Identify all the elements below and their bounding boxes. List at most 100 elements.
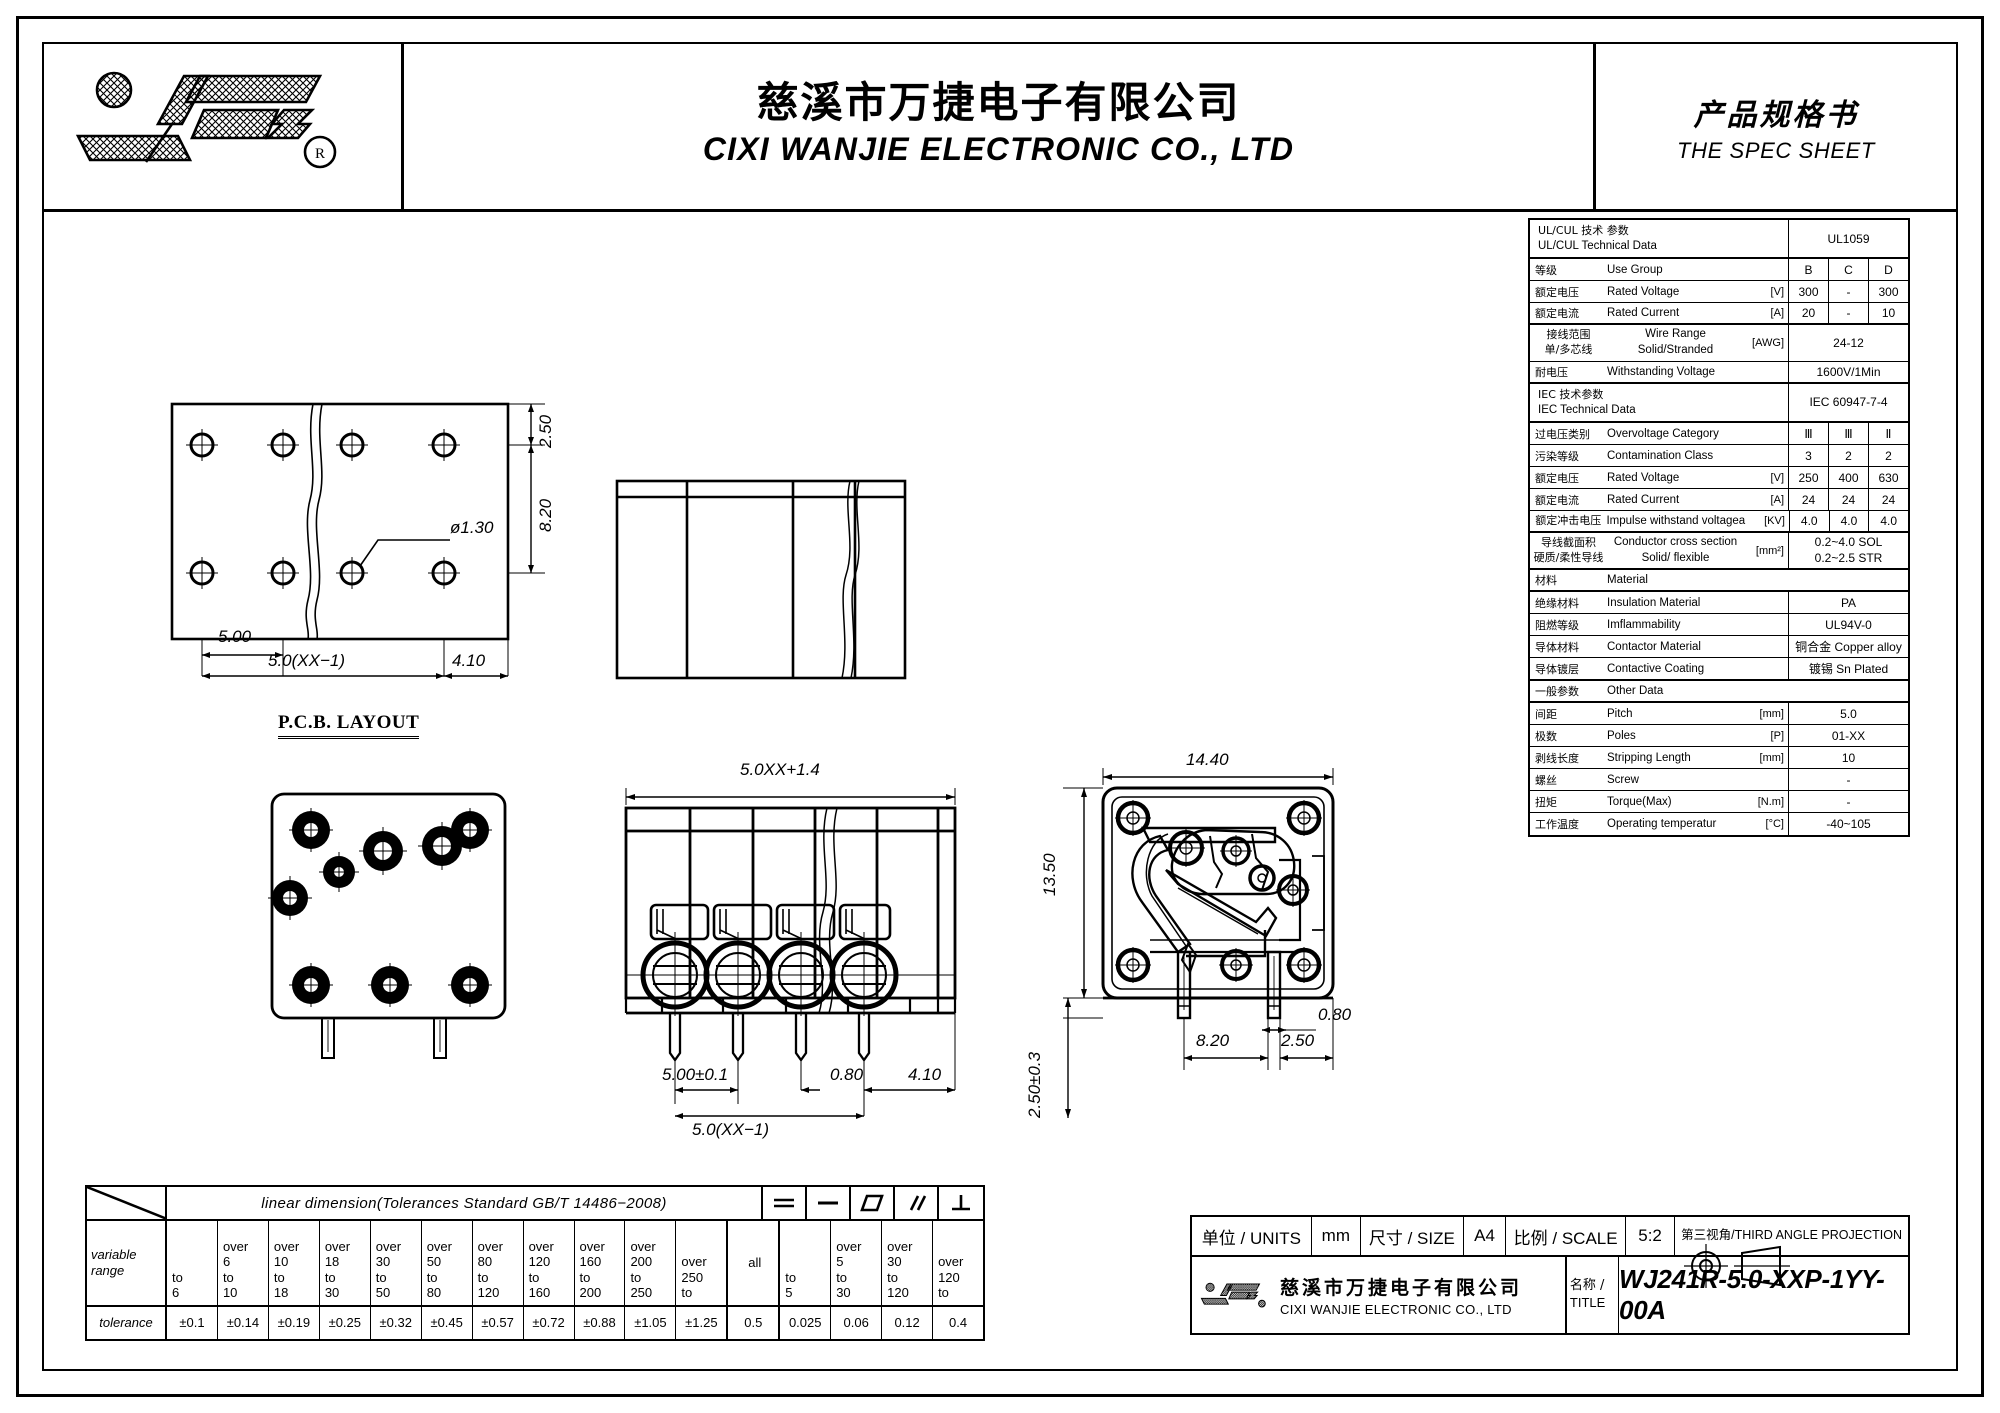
flatness-tolerance-cell: 0.5 bbox=[728, 1307, 781, 1339]
ul-rated-voltage-cn: 额定电压 bbox=[1535, 285, 1579, 299]
projection-cell: 第三视角/THIRD ANGLE PROJECTION bbox=[1675, 1217, 1908, 1255]
ul-rated-current-cn: 额定电流 bbox=[1535, 307, 1579, 321]
tol-cell-0: ±0.1 bbox=[167, 1307, 218, 1339]
table-row-contamination-class: 污染等级 Contamination Class 3 2 2 bbox=[1530, 445, 1908, 467]
overvoltage-category-v2: Ⅲ bbox=[1828, 423, 1868, 444]
torque-cn: 扭矩 bbox=[1535, 795, 1557, 809]
withstanding-voltage-en: Withstanding Voltage bbox=[1607, 365, 1716, 378]
contactor-material-en: Contactor Material bbox=[1607, 640, 1701, 653]
range-cell-10: over 250 to bbox=[676, 1221, 729, 1305]
flatness-range-cell: all bbox=[728, 1221, 781, 1305]
diagonal-divider-icon bbox=[87, 1187, 167, 1219]
units-label: 单位 / UNITS bbox=[1192, 1217, 1312, 1255]
conductor-en-line2: Solid/ flexible bbox=[1641, 551, 1710, 564]
title-field-label-en: TITLE bbox=[1569, 1295, 1606, 1310]
title-block-main-row: 慈溪市万捷电子有限公司 CIXI WANJIE ELECTRONIC CO., … bbox=[1192, 1257, 1908, 1333]
dim-side-8-20: 8.20 bbox=[1196, 1031, 1230, 1050]
table-row-stripping-length: 剥线长度 Stripping Length [mm] 10 bbox=[1530, 747, 1908, 770]
conductor-value-sol: 0.2~4.0 SOL bbox=[1814, 534, 1883, 549]
ul-standard-value: UL1059 bbox=[1788, 220, 1908, 258]
table-row-iec-rated-voltage: 额定电压 Rated Voltage [V] 250 400 630 bbox=[1530, 467, 1908, 489]
range-cell-1: over 6 to 10 bbox=[218, 1221, 269, 1305]
material-header-en: Material bbox=[1607, 574, 1648, 587]
tolerance-table: linear dimension(Tolerances Standard GB/… bbox=[85, 1185, 985, 1341]
conductor-values: 0.2~4.0 SOL 0.2~2.5 STR bbox=[1788, 533, 1908, 569]
tol-cell-5: ±0.45 bbox=[422, 1307, 473, 1339]
dim-side-height: 13.50 bbox=[1040, 853, 1059, 896]
range-cell-0: to 6 bbox=[167, 1221, 218, 1305]
geo-range-cell-3: over 120 to bbox=[938, 1254, 964, 1301]
other-data-header-cn: 一般参数 bbox=[1535, 685, 1579, 699]
range-cell-4: over 30 to 50 bbox=[371, 1221, 422, 1305]
units-value: mm bbox=[1312, 1217, 1361, 1255]
dim-hole-diameter: ø1.30 bbox=[450, 518, 494, 537]
conductor-value-str: 0.2~2.5 STR bbox=[1814, 550, 1883, 565]
range-cell-7: over 120 to 160 bbox=[524, 1221, 575, 1305]
ul-header-label: UL/CUL 技术 参数 UL/CUL Technical Data bbox=[1530, 220, 1788, 257]
torque-value: - bbox=[1788, 791, 1908, 813]
dim-front-pitch-total: 5.0(XX−1) bbox=[692, 1120, 770, 1139]
insulation-material-cn: 绝缘材料 bbox=[1535, 596, 1579, 610]
pcb-layout-caption: P.C.B. LAYOUT bbox=[278, 712, 420, 739]
parallelogram-icon bbox=[851, 1187, 895, 1219]
other-data-header-unit bbox=[1866, 681, 1908, 701]
ul-rated-current-unit: [A] bbox=[1770, 307, 1784, 320]
impulse-withstand-v2: 4.0 bbox=[1828, 511, 1869, 531]
title-block-company: 慈溪市万捷电子有限公司 CIXI WANJIE ELECTRONIC CO., … bbox=[1192, 1257, 1567, 1333]
title-block: 单位 / UNITS mm 尺寸 / SIZE A4 比例 / SCALE 5:… bbox=[1190, 1215, 1910, 1335]
impulse-withstand-cn: 额定冲击电压 bbox=[1535, 513, 1602, 527]
contamination-class-en: Contamination Class bbox=[1607, 449, 1714, 462]
pitch-value: 5.0 bbox=[1788, 703, 1908, 725]
operating-temperature-unit: [°C] bbox=[1765, 818, 1784, 831]
wire-range-cn-line2: 单/多芯线 bbox=[1544, 343, 1593, 356]
tol-cell-7: ±0.72 bbox=[524, 1307, 575, 1339]
wire-range-value: 24-12 bbox=[1788, 325, 1908, 361]
title-block-title-wrap: 名称 / TITLE WJ241R-5.0-XXP-1YY-00A bbox=[1567, 1257, 1908, 1333]
iec-rated-current-unit: [A] bbox=[1770, 493, 1784, 506]
flatness-icon bbox=[763, 1187, 807, 1219]
contactive-coating-unit bbox=[1746, 658, 1788, 679]
header-spec-block: 产品规格书 THE SPEC SHEET bbox=[1596, 44, 1956, 209]
tolerance-range-row: variable range to 6 over 6 to 10 over 10… bbox=[87, 1221, 983, 1307]
ul-header-row: UL/CUL 技术 参数 UL/CUL Technical Data UL105… bbox=[1530, 220, 1908, 260]
conductor-cross-section-cn: 导线截面积 硬质/柔性导线 bbox=[1530, 533, 1604, 568]
tolerance-label: tolerance bbox=[87, 1307, 167, 1339]
ul-rated-current-en: Rated Current bbox=[1607, 307, 1680, 320]
poles-en: Poles bbox=[1607, 729, 1636, 742]
conductor-unit: [mm²] bbox=[1755, 544, 1784, 557]
range-cell-2: over 10 to 18 bbox=[269, 1221, 320, 1305]
tol-cell-9: ±1.05 bbox=[625, 1307, 677, 1339]
table-row-iec-rated-current: 额定电流 Rated Current [A] 24 24 24 bbox=[1530, 489, 1908, 511]
dim-side-0-80: 0.80 bbox=[1318, 1005, 1352, 1024]
ul-rated-voltage-b: 300 bbox=[1788, 281, 1828, 303]
iec-header-cn: IEC 技术参数 bbox=[1538, 387, 1604, 401]
title-block-company-en: CIXI WANJIE ELECTRONIC CO., LTD bbox=[1280, 1302, 1512, 1317]
iec-standard-value: IEC 60947-7-4 bbox=[1788, 383, 1908, 421]
range-cell-5: over 50 to 80 bbox=[422, 1221, 473, 1305]
poles-cn: 极数 bbox=[1535, 729, 1557, 743]
title-field-label: 名称 / TITLE bbox=[1567, 1257, 1620, 1333]
iec-header-label: IEC 技术参数 IEC Technical Data bbox=[1530, 384, 1788, 421]
impulse-withstand-v1: 4.0 bbox=[1788, 511, 1829, 531]
ul-rated-voltage-unit: [V] bbox=[1770, 285, 1784, 298]
iec-rated-current-en: Rated Current bbox=[1607, 493, 1680, 506]
wanjie-logo-small-icon bbox=[1200, 1282, 1266, 1308]
table-row-pitch: 间距 Pitch [mm] 5.0 bbox=[1530, 703, 1908, 726]
iec-rated-voltage-v1: 250 bbox=[1788, 467, 1828, 488]
tol-cell-4: ±0.32 bbox=[371, 1307, 422, 1339]
dim-side-pin-length: 2.50±0.3 bbox=[1025, 1051, 1044, 1118]
wire-range-en-line1: Wire Range bbox=[1645, 328, 1706, 341]
wire-range-en: Wire Range Solid/Stranded bbox=[1604, 325, 1746, 360]
insulation-material-en: Insulation Material bbox=[1607, 596, 1701, 609]
dim-front-pitch: 5.00±0.1 bbox=[662, 1065, 729, 1084]
sheet-header: R 慈溪市万捷电子有限公司 CIXI WANJIE ELECTRONIC CO.… bbox=[44, 44, 1956, 212]
use-group-b: B bbox=[1788, 259, 1828, 281]
geo-tol-cell-0: 0.025 bbox=[780, 1307, 832, 1339]
contactive-coating-cn: 导体镀层 bbox=[1535, 662, 1579, 676]
straightness-icon bbox=[807, 1187, 851, 1219]
insulation-material-value: PA bbox=[1788, 592, 1908, 614]
iec-rated-current-v2: 24 bbox=[1828, 489, 1868, 510]
use-group-c: C bbox=[1828, 259, 1868, 281]
geo-tol-cell-3: 0.4 bbox=[948, 1315, 968, 1331]
